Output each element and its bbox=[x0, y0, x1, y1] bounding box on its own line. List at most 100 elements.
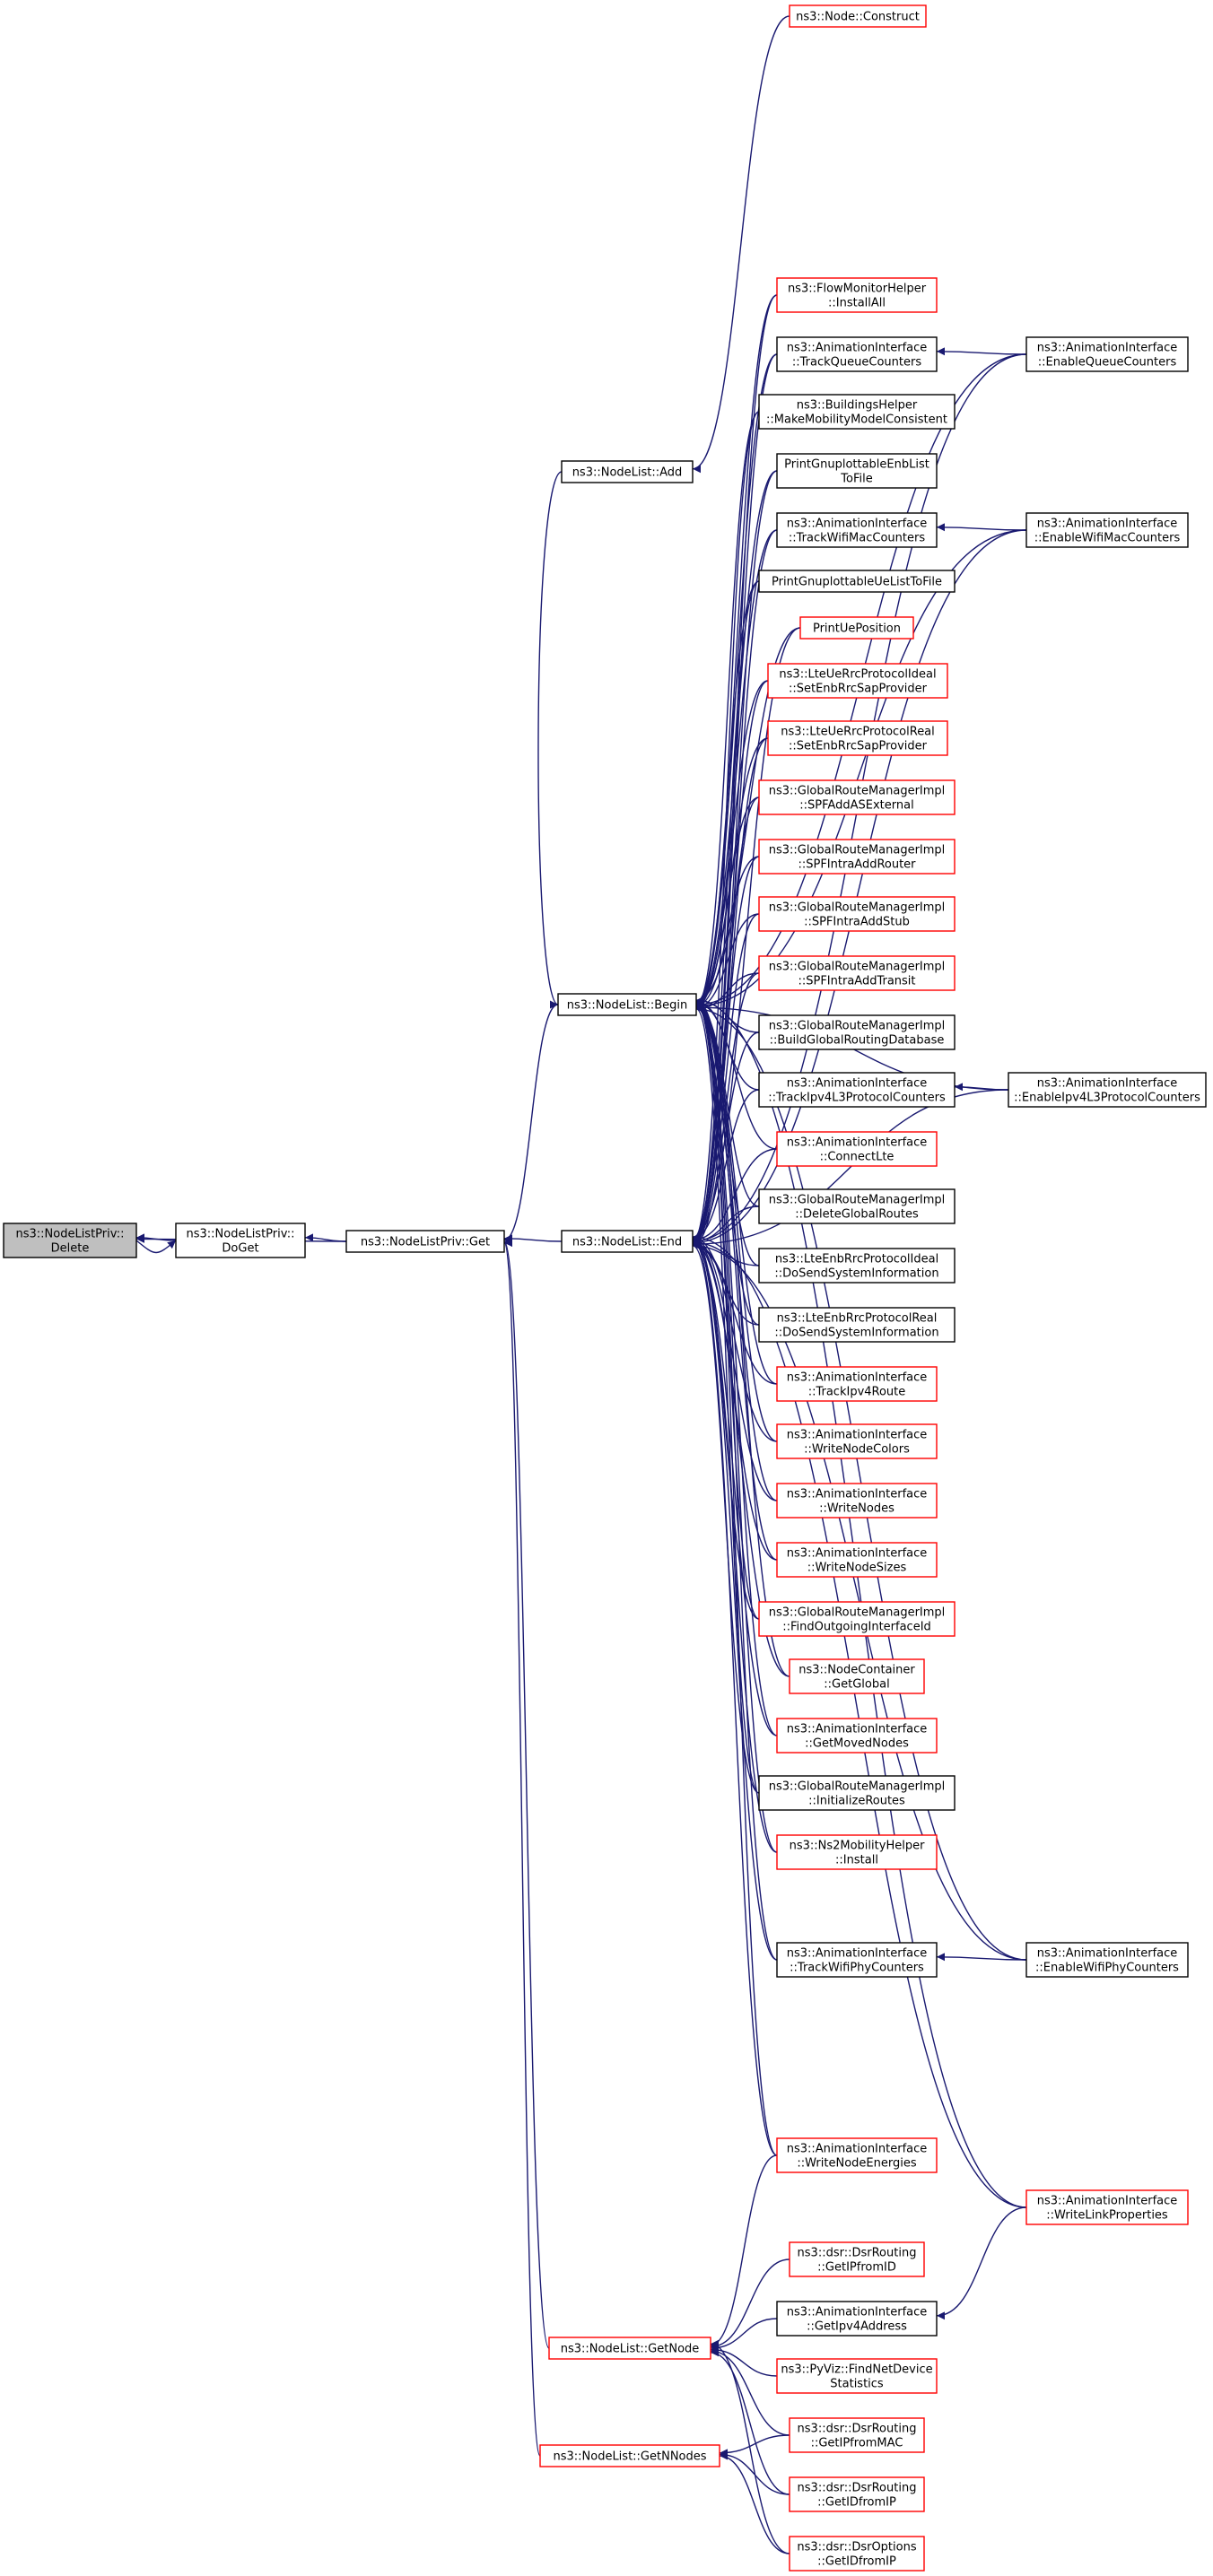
node-lteueideal[interactable]: ns3::LteUeRrcProtocolIdeal::SetEnbRrcSap… bbox=[767, 663, 948, 699]
node-deleteglobal[interactable]: ns3::GlobalRouteManagerImpl::DeleteGloba… bbox=[758, 1188, 956, 1224]
node-label-line: ::EnableWifiMacCounters bbox=[1034, 532, 1181, 545]
node-box bbox=[799, 616, 914, 640]
node-label-line: ns3::AnimationInterface bbox=[787, 518, 928, 531]
node-spfext[interactable]: ns3::GlobalRouteManagerImpl::SPFAddASExt… bbox=[758, 779, 956, 815]
node-findoutgoing[interactable]: ns3::GlobalRouteManagerImpl::FindOutgoin… bbox=[758, 1601, 956, 1637]
node-box bbox=[758, 896, 956, 932]
node-label-line: ::DeleteGlobalRoutes bbox=[795, 1208, 919, 1222]
node-node-construct[interactable]: ns3::Node::Construct bbox=[789, 4, 927, 28]
node-spfstub[interactable]: ns3::GlobalRouteManagerImpl::SPFIntraAdd… bbox=[758, 896, 956, 932]
node-label-line: ns3::AnimationInterface bbox=[787, 1136, 928, 1150]
node-enbideal[interactable]: ns3::LteEnbRrcProtocolIdeal::DoSendSyste… bbox=[758, 1248, 956, 1284]
node-label-line: ns3::AnimationInterface bbox=[1037, 342, 1178, 355]
node-trackipv4l3[interactable]: ns3::AnimationInterface::TrackIpv4L3Prot… bbox=[758, 1072, 956, 1108]
node-writelink[interactable]: ns3::AnimationInterface::WriteLinkProper… bbox=[1025, 2189, 1189, 2225]
node-spftransit[interactable]: ns3::GlobalRouteManagerImpl::SPFIntraAdd… bbox=[758, 955, 956, 991]
edge-nodelist-end-to-trackipv4l3 bbox=[692, 1089, 760, 1243]
node-initroutes[interactable]: ns3::GlobalRouteManagerImpl::InitializeR… bbox=[758, 1775, 956, 1811]
node-ns2[interactable]: ns3::Ns2MobilityHelper::Install bbox=[776, 1834, 938, 1870]
node-label-line: ::WriteNodeEnergies bbox=[797, 2157, 916, 2171]
node-nodelist-add[interactable]: ns3::NodeList::Add bbox=[561, 460, 694, 483]
node-label-line: ns3::GlobalRouteManagerImpl bbox=[769, 901, 946, 915]
node-trackipv4route[interactable]: ns3::AnimationInterface::TrackIpv4Route bbox=[776, 1366, 938, 1402]
node-writecolors[interactable]: ns3::AnimationInterface::WriteNodeColors bbox=[776, 1423, 938, 1459]
node-writesizes[interactable]: ns3::AnimationInterface::WriteNodeSizes bbox=[776, 1542, 938, 1578]
node-getmoved[interactable]: ns3::AnimationInterface::GetMovedNodes bbox=[776, 1718, 938, 1754]
node-box bbox=[776, 336, 938, 372]
node-ltuereal[interactable]: ns3::LteUeRrcProtocolReal::SetEnbRrcSapP… bbox=[767, 720, 948, 756]
node-label-line: ::SPFIntraAddStub bbox=[804, 916, 910, 929]
edge-nodelist-begin-to-writecolors bbox=[695, 996, 778, 1442]
node-enbreal[interactable]: ns3::LteEnbRrcProtocolReal::DoSendSystem… bbox=[758, 1307, 956, 1343]
node-printue[interactable]: PrintGnuplottableUeListToFile bbox=[758, 570, 956, 593]
edge-getnnodes-to-dsrgetipmac bbox=[719, 2434, 790, 2458]
node-label-line: ::TrackWifiPhyCounters bbox=[790, 1962, 924, 1975]
node-connectlte[interactable]: ns3::AnimationInterface::ConnectLte bbox=[776, 1131, 938, 1167]
node-nodelist-begin[interactable]: ns3::NodeList::Begin bbox=[557, 993, 697, 1016]
node-flowmon[interactable]: ns3::FlowMonitorHelper::InstallAll bbox=[776, 277, 938, 313]
node-box bbox=[767, 663, 948, 699]
node-box bbox=[1008, 1072, 1207, 1108]
node-dsrgetipmac[interactable]: ns3::dsr::DsrRouting::GetIPfromMAC bbox=[789, 2417, 925, 2453]
nodes-layer: ns3::NodeListPriv::Delete ns3::NodeListPr… bbox=[3, 4, 1207, 2572]
node-printuepos[interactable]: PrintUePosition bbox=[799, 616, 914, 640]
node-get[interactable]: ns3::NodeListPriv::Get bbox=[345, 1230, 505, 1253]
node-label-line: ns3::LteEnbRrcProtocolIdeal bbox=[775, 1253, 938, 1266]
node-trackwifiphy[interactable]: ns3::AnimationInterface::TrackWifiPhyCou… bbox=[776, 1942, 938, 1978]
node-label-line: ::GetIPfromID bbox=[817, 2261, 896, 2275]
edge-trackwifimac-to-enablewifimac bbox=[936, 523, 1027, 532]
node-box bbox=[776, 277, 938, 313]
node-label-line: ::WriteLinkProperties bbox=[1046, 2209, 1168, 2223]
node-box bbox=[776, 453, 938, 489]
node-label-line: ns3::GlobalRouteManagerImpl bbox=[769, 1780, 946, 1794]
node-dsrgetipid[interactable]: ns3::dsr::DsrRouting::GetIPfromID bbox=[789, 2241, 925, 2277]
node-writenodes[interactable]: ns3::AnimationInterface::WriteNodes bbox=[776, 1483, 938, 1519]
node-getnnodes[interactable]: ns3::NodeList::GetNNodes bbox=[539, 2444, 720, 2467]
node-writeenergies[interactable]: ns3::AnimationInterface::WriteNodeEnergi… bbox=[776, 2137, 938, 2173]
node-doget[interactable]: ns3::NodeListPriv::DoGet bbox=[175, 1223, 306, 1258]
node-trackqueue[interactable]: ns3::AnimationInterface::TrackQueueCount… bbox=[776, 336, 938, 372]
node-nodelist-end[interactable]: ns3::NodeList::End bbox=[561, 1230, 694, 1253]
node-box bbox=[776, 1366, 938, 1402]
node-box bbox=[1025, 336, 1189, 372]
node-label-line: ToFile bbox=[840, 473, 872, 486]
node-enablewifimac[interactable]: ns3::AnimationInterface::EnableWifiMacCo… bbox=[1025, 512, 1189, 548]
node-nodecontainer[interactable]: ns3::NodeContainer::GetGlobal bbox=[789, 1658, 925, 1694]
edge-nodelist-add-to-node-construct bbox=[692, 15, 790, 474]
node-label-line: ::GetMovedNodes bbox=[805, 1737, 909, 1751]
edge-nodelist-end-to-connectlte bbox=[692, 1148, 778, 1244]
node-label-line: ::DoSendSystemInformation bbox=[774, 1327, 938, 1340]
edge-nodelist-begin-to-flowmon bbox=[695, 294, 778, 1006]
edge-nodelist-end-to-enablewifimac bbox=[692, 529, 1027, 1248]
node-label-line: ns3::GlobalRouteManagerImpl bbox=[769, 1194, 946, 1207]
node-trackwifimac[interactable]: ns3::AnimationInterface::TrackWifiMacCou… bbox=[776, 512, 938, 548]
node-box bbox=[789, 2417, 925, 2453]
edge-getnode-to-dsrgetipmac bbox=[710, 2346, 790, 2436]
node-box bbox=[561, 1230, 694, 1253]
node-label-line: PrintUePosition bbox=[813, 622, 901, 636]
node-label-line: ::ConnectLte bbox=[820, 1151, 894, 1164]
node-dsrgetidip[interactable]: ns3::dsr::DsrRouting::GetIDfromIP bbox=[789, 2476, 925, 2512]
node-box bbox=[776, 1542, 938, 1578]
node-box bbox=[776, 2301, 938, 2337]
node-getnode[interactable]: ns3::NodeList::GetNode bbox=[548, 2337, 711, 2360]
node-box bbox=[539, 2444, 720, 2467]
node-label-line: DoGet bbox=[222, 1242, 258, 1256]
node-buildglobal[interactable]: ns3::GlobalRouteManagerImpl::BuildGlobal… bbox=[758, 1014, 956, 1050]
node-enablequeue[interactable]: ns3::AnimationInterface::EnableQueueCoun… bbox=[1025, 336, 1189, 372]
node-label-line: ns3::Node::Construct bbox=[796, 11, 920, 24]
node-buildings[interactable]: ns3::BuildingsHelper::MakeMobilityModelC… bbox=[758, 394, 956, 430]
node-dsroptions[interactable]: ns3::dsr::DsrOptions::GetIDfromIP bbox=[789, 2536, 925, 2572]
node-label-line: PrintGnuplottableUeListToFile bbox=[772, 576, 942, 589]
node-box bbox=[767, 720, 948, 756]
node-label-line: ns3::dsr::DsrRouting bbox=[798, 2423, 917, 2436]
node-enableipv4l3[interactable]: ns3::AnimationInterface::EnableIpv4L3Pro… bbox=[1008, 1072, 1207, 1108]
node-enablewifiphy[interactable]: ns3::AnimationInterface::EnableWifiPhyCo… bbox=[1025, 1942, 1189, 1978]
edge-nodelist-begin-to-nodelist-add bbox=[537, 471, 563, 1009]
node-box bbox=[345, 1230, 505, 1253]
node-getipv4addr[interactable]: ns3::AnimationInterface::GetIpv4Address bbox=[776, 2301, 938, 2337]
node-spfrouter[interactable]: ns3::GlobalRouteManagerImpl::SPFIntraAdd… bbox=[758, 839, 956, 875]
node-delete[interactable]: ns3::NodeListPriv::Delete bbox=[3, 1223, 137, 1258]
